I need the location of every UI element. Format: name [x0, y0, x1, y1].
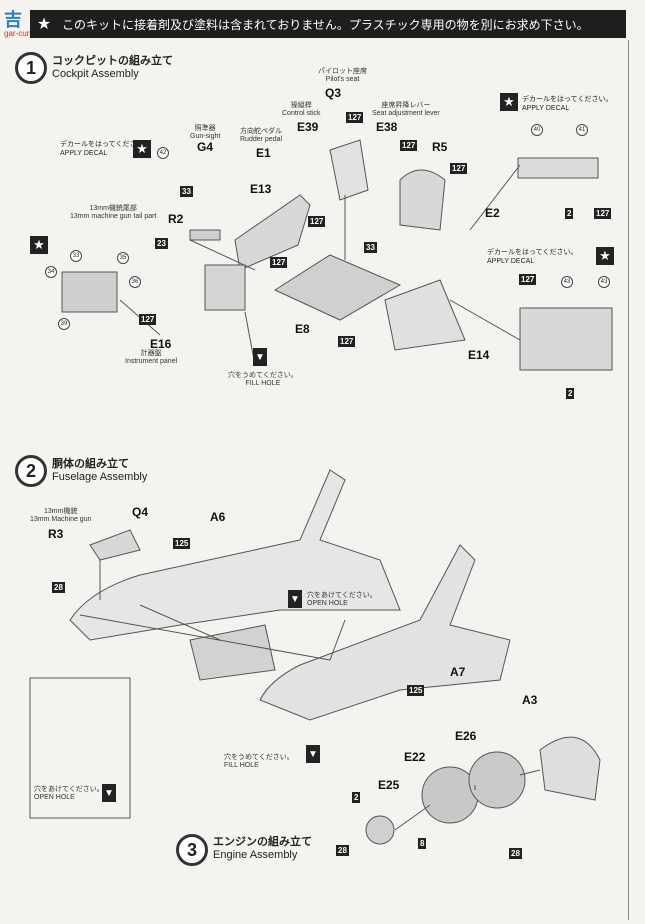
paint-code: 127 — [139, 314, 157, 325]
part-a7: A7 — [450, 665, 466, 679]
part-q4: Q4 — [132, 505, 149, 519]
step-3-title-en: Engine Assembly — [213, 849, 298, 861]
part-e39: E39 — [297, 120, 319, 134]
decal-number-35: 35 — [117, 252, 129, 264]
notice-banner: ★ このキットに接着剤及び塗料は含まれておりません。プラスチック専用の物を別にお… — [30, 10, 626, 38]
paint-code: 127 — [450, 163, 468, 174]
decal-number-42: 42 — [157, 147, 169, 159]
step-1-title: コックピットの組み立て Cockpit Assembly — [52, 55, 173, 81]
step-3-title-ja: エンジンの組み立て — [213, 836, 312, 848]
decal-number-43: 43 — [598, 276, 610, 288]
decal-number-39: 39 — [58, 318, 70, 330]
part-e26: E26 — [455, 729, 477, 743]
part-e22: E22 — [404, 750, 426, 764]
label-fill-hole-1: 穴をうめてください。FILL HOLE — [228, 372, 298, 387]
part-r2: R2 — [168, 212, 184, 226]
star-icon: ★ — [30, 236, 48, 254]
part-r3: R3 — [48, 527, 64, 541]
step-2-number: 2 — [15, 455, 47, 487]
step-2-title-ja: 胴体の組み立て — [52, 458, 129, 470]
step-1-title-ja: コックピットの組み立て — [52, 55, 173, 67]
star-icon: ★ — [500, 93, 518, 111]
part-e38: E38 — [376, 120, 398, 134]
decal-number-34: 34 — [45, 266, 57, 278]
step-3-title: エンジンの組み立て Engine Assembly — [213, 836, 312, 862]
part-q3: Q3 — [325, 86, 342, 100]
star-icon: ★ — [133, 140, 151, 158]
paint-code: 2 — [352, 792, 361, 803]
part-e14: E14 — [468, 348, 490, 362]
label-open-hole-2: 穴をあけてください。OPEN HOLE — [34, 786, 104, 801]
paint-code: 127 — [594, 208, 612, 219]
part-r5: R5 — [432, 140, 448, 154]
paint-code: 2 — [565, 208, 574, 219]
paint-code: 28 — [336, 845, 349, 856]
watermark-logo: 吉 — [4, 10, 22, 31]
paint-code: 33 — [180, 186, 193, 197]
step-3-number: 3 — [176, 834, 208, 866]
part-g4: G4 — [197, 140, 214, 154]
part-e13: E13 — [250, 182, 272, 196]
step-1-title-en: Cockpit Assembly — [52, 68, 139, 80]
decal-number-41: 41 — [576, 124, 588, 136]
paint-code: 28 — [509, 848, 522, 859]
step-2-title: 胴体の組み立て Fuselage Assembly — [52, 458, 147, 484]
paint-code: 127 — [346, 112, 364, 123]
decal-number-40: 40 — [531, 124, 543, 136]
paint-code: 127 — [400, 140, 418, 151]
right-rule — [628, 40, 629, 920]
decal-note-top-right: デカールをはってください。APPLY DECAL — [522, 96, 613, 112]
paint-code: 23 — [155, 238, 168, 249]
part-e2: E2 — [485, 206, 500, 220]
open-hole-icon: ▼ — [288, 590, 302, 608]
paint-code: 127 — [519, 274, 537, 285]
paint-code: 127 — [270, 257, 288, 268]
star-icon: ★ — [596, 247, 614, 265]
paint-code: 28 — [52, 582, 65, 593]
paint-code: 2 — [566, 388, 575, 399]
part-a3: A3 — [522, 693, 538, 707]
watermark: 吉 gar-cun.com — [4, 6, 48, 38]
notice-text: このキットに接着剤及び塗料は含まれておりません。プラスチック専用の物を別にお求め… — [62, 17, 589, 32]
part-e1: E1 — [256, 146, 271, 160]
decal-note-left: デカールをはってください。APPLY DECAL — [60, 141, 151, 157]
fill-hole-icon: ▼ — [306, 745, 320, 763]
paint-code: 33 — [364, 242, 377, 253]
label-open-hole-1: 穴をあけてください。OPEN HOLE — [307, 592, 377, 607]
paint-code: 127 — [308, 216, 326, 227]
part-e8: E8 — [295, 322, 310, 336]
part-e25: E25 — [378, 778, 400, 792]
label-fill-hole-2: 穴をうめてください。FILL HOLE — [224, 754, 294, 769]
decal-note-right: デカールをはってください。APPLY DECAL — [487, 249, 578, 265]
star-icon: ★ — [36, 16, 52, 33]
fill-hole-icon: ▼ — [253, 348, 267, 366]
part-e16: E16 — [150, 337, 172, 351]
step-2-title-en: Fuselage Assembly — [52, 471, 148, 483]
decal-number-33: 33 — [70, 250, 82, 262]
paint-code: 8 — [418, 838, 427, 849]
step-1-number: 1 — [15, 52, 47, 84]
decal-number-36: 36 — [129, 276, 141, 288]
open-hole-icon: ▼ — [102, 784, 116, 802]
paint-code: 127 — [338, 336, 356, 347]
paint-code: 125 — [407, 685, 425, 696]
watermark-site: gar-cun.com — [4, 29, 49, 38]
part-a6: A6 — [210, 510, 226, 524]
decal-number-43: 43 — [561, 276, 573, 288]
paint-code: 125 — [173, 538, 191, 549]
